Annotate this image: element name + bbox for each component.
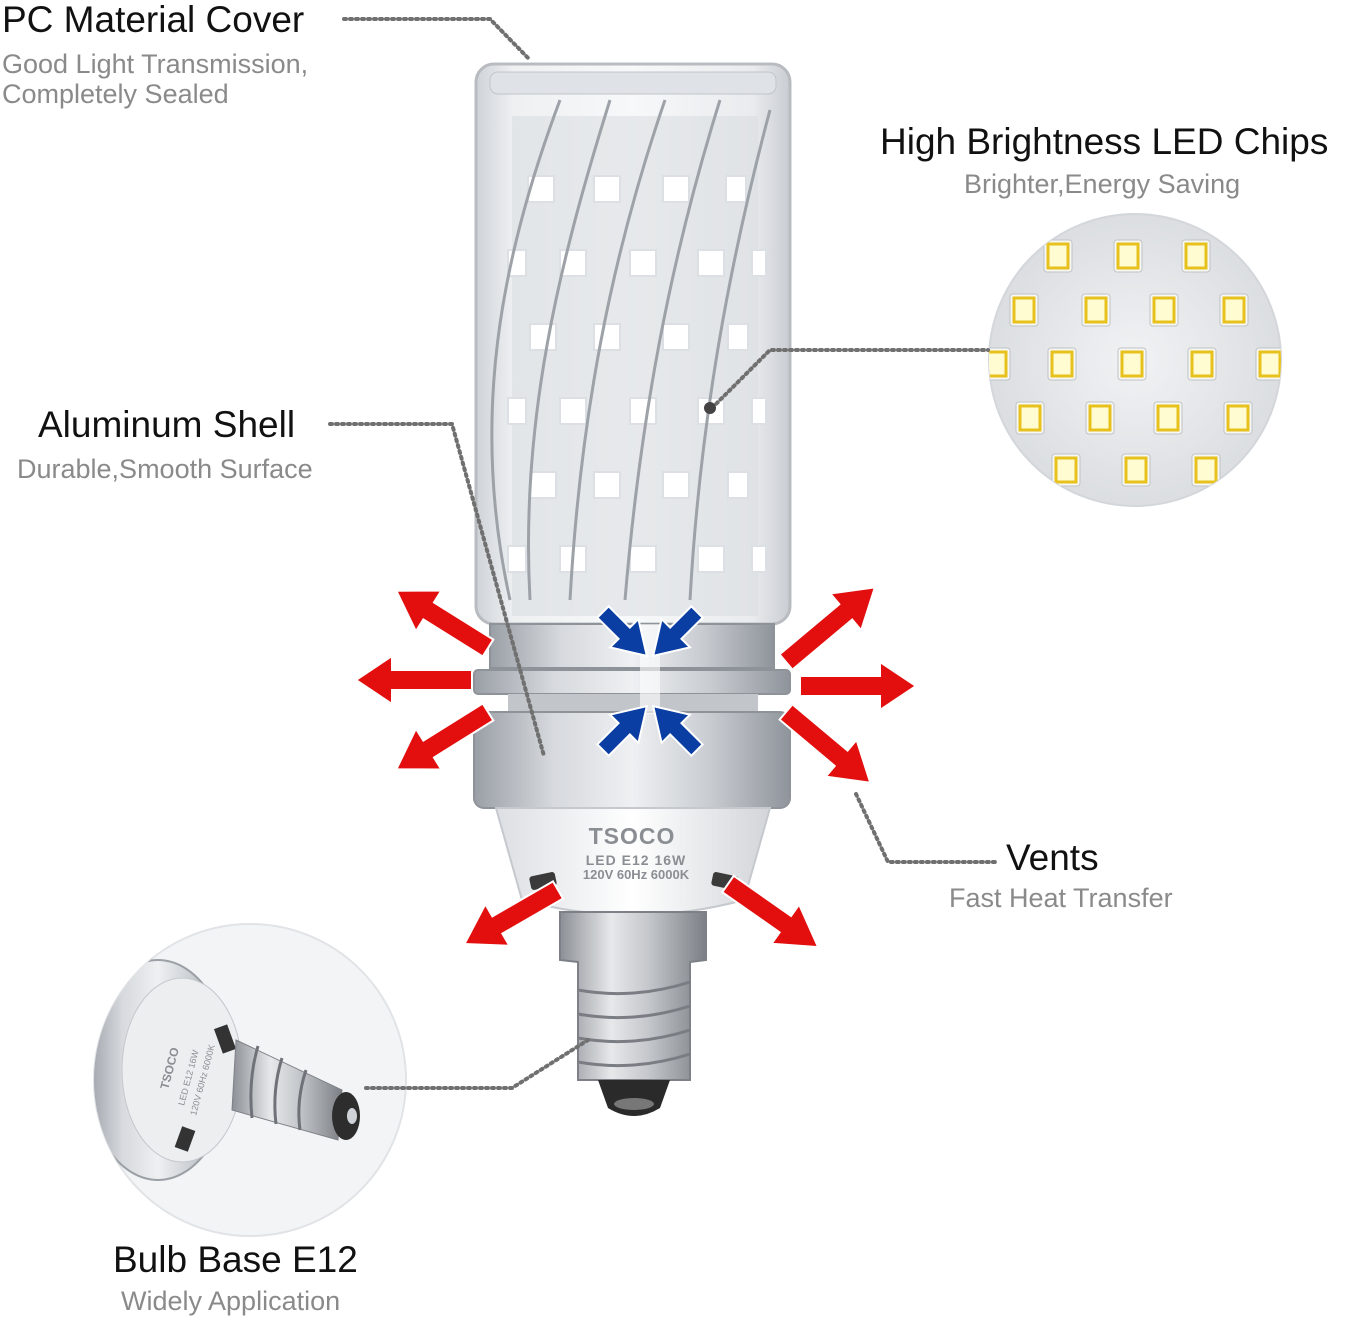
pc-cover-title: PC Material Cover: [2, 0, 305, 40]
led-chip-emitter: [1184, 242, 1208, 270]
leader-lines: [328, 17, 998, 1090]
vents-subtitle: Fast Heat Transfer: [949, 883, 1173, 913]
screw-base: [559, 911, 707, 1116]
led-rows: [507, 175, 767, 573]
heat-arrow-right-middle: [799, 660, 918, 712]
led-chip-emitter: [1156, 404, 1180, 432]
led-chip-emitter: [1088, 404, 1112, 432]
led-chip-emitter: [1084, 296, 1108, 324]
bulb-brand-text: TSOCO: [589, 823, 676, 849]
led-chip-zoom: [988, 213, 1282, 507]
led-chip-emitter: [1222, 296, 1246, 324]
led-chip-emitter: [1018, 404, 1042, 432]
led-chip-emitter: [1258, 350, 1281, 378]
led-chip-emitter: [1012, 296, 1036, 324]
leader-pc-cover: [342, 17, 532, 62]
led-chip-emitter: [989, 350, 1008, 378]
heat-arrow-right-bottom: [778, 702, 872, 784]
bulb-base-title: Bulb Base E12: [113, 1239, 358, 1280]
bulb-rating-text: 120V 60Hz 6000K: [583, 867, 690, 882]
led-chip-emitter: [1194, 456, 1218, 484]
led-chip-emitter: [1124, 456, 1148, 484]
vents-title: Vents: [1006, 837, 1099, 878]
led-chip-emitter: [1190, 350, 1214, 378]
heat-arrows: [354, 586, 918, 949]
led-chip-emitter: [1116, 242, 1140, 270]
aluminum-shell-subtitle: Durable,Smooth Surface: [17, 454, 313, 484]
leader-aluminum-shell: [328, 422, 546, 758]
bulb-base-zoom: TSOCO LED E12 16W 120V 60Hz 6000K: [93, 923, 407, 1237]
heat-arrow-left-middle: [354, 654, 473, 706]
led-chip-emitter: [1054, 456, 1078, 484]
heat-arrow-right-top: [778, 586, 877, 672]
led-chip-grid: [989, 239, 1281, 487]
bulb-base-subtitle: Widely Application: [121, 1286, 341, 1316]
led-callout-dot: [704, 402, 716, 414]
aluminum-shell: [473, 623, 791, 809]
led-chip-emitter: [1046, 242, 1070, 270]
pc-cover-subtitle-line1: Good Light Transmission,: [2, 49, 309, 79]
pc-cover-subtitle-line2: Completely Sealed: [2, 79, 229, 109]
leader-vents: [854, 792, 998, 864]
heat-arrow-left-top: [394, 589, 495, 658]
heat-arrow-left-bottom: [394, 702, 495, 771]
leader-led-chips: [710, 348, 990, 410]
air-arrows: [595, 604, 705, 758]
aluminum-shell-title: Aluminum Shell: [38, 404, 296, 445]
led-chips-subtitle: Brighter,Energy Saving: [964, 169, 1241, 199]
pc-cover: [474, 62, 792, 626]
support-wires: [490, 99, 772, 601]
led-chip-emitter: [1226, 404, 1250, 432]
led-chip-emitter: [1120, 350, 1144, 378]
leader-bulb-base: [364, 1038, 590, 1090]
bulb-model-text: LED E12 16W: [586, 852, 686, 868]
led-chip-emitter: [1152, 296, 1176, 324]
led-chip-emitter: [1050, 350, 1074, 378]
led-chips-title: High Brightness LED Chips: [880, 121, 1329, 162]
heat-arrow-base-right: [720, 874, 820, 949]
heat-arrow-base-left: [462, 879, 565, 947]
